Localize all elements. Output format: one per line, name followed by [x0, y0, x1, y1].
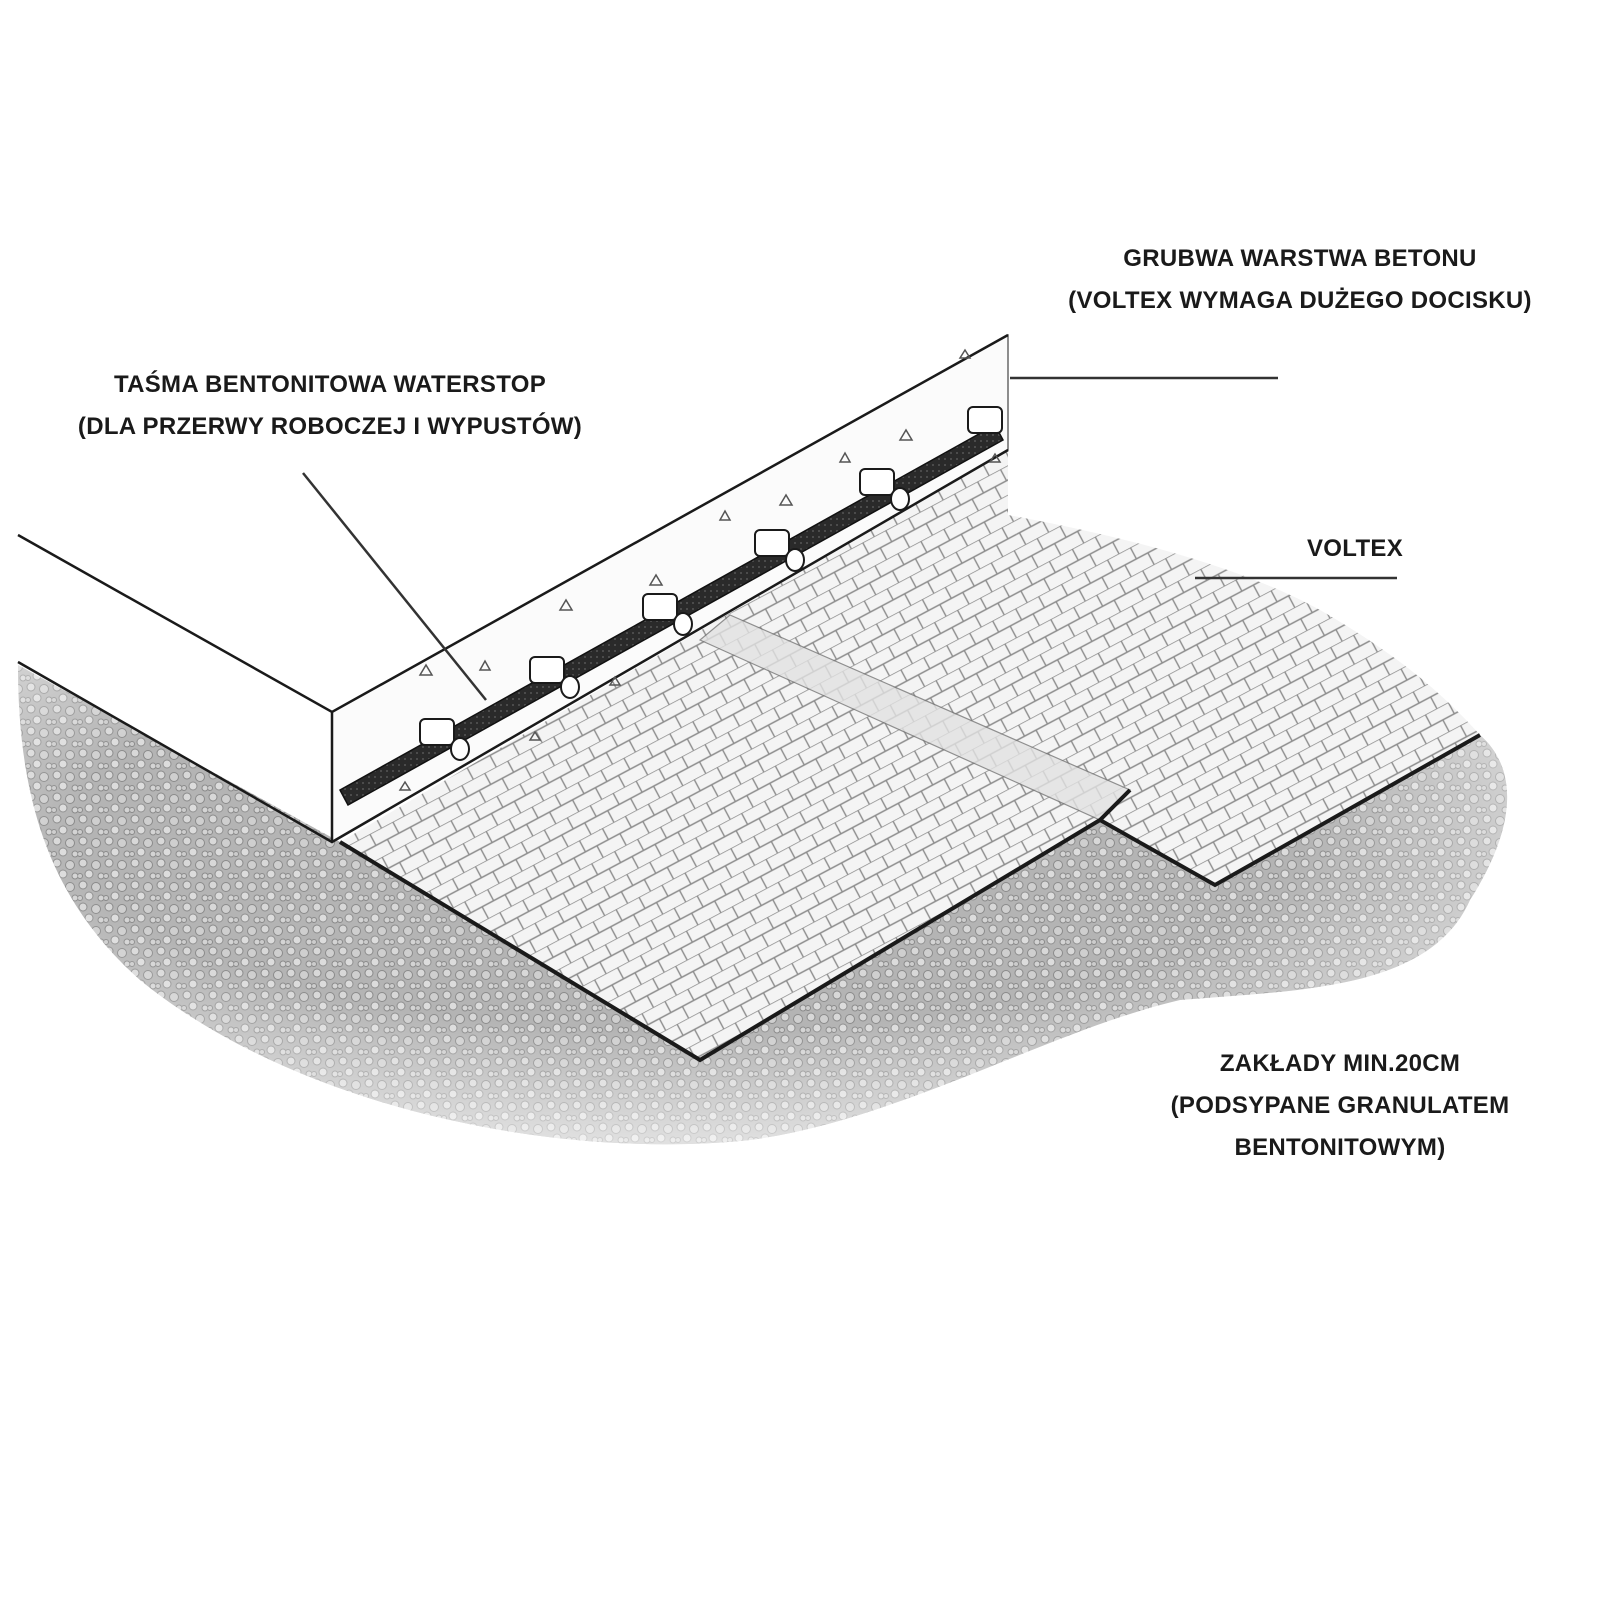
label-concrete-line2: (VOLTEX WYMAGA DUŻEGO DOCISKU) [1068, 287, 1532, 314]
label-voltex: VOLTEX [1300, 528, 1410, 570]
concrete-slab-edges [17, 333, 1009, 844]
voltex-membrane-lower-sheet [340, 450, 1130, 1060]
waterstop-fixings [419, 406, 1003, 761]
membrane-outline [338, 733, 1481, 1063]
label-overlaps-line1: ZAKŁADY MIN.20CM [1219, 1050, 1461, 1077]
label-concrete-line1: GRUBWA WARSTWA BETONU [1123, 245, 1477, 272]
label-waterstop-line1: TAŚMA BENTONITOWA WATERSTOP [113, 371, 547, 398]
gravel-edge-fade [18, 665, 1508, 1145]
label-overlaps-line2: (PODSYPANE GRANULATEM [1170, 1092, 1510, 1119]
concrete-slab-top [18, 335, 1008, 712]
label-waterstop-line2: (DLA PRZERWY ROBOCZEJ I WYPUSTÓW) [77, 413, 583, 440]
leader-waterstop [302, 472, 487, 701]
label-concrete-layer: GRUBWA WARSTWA BETONU (VOLTEX WYMAGA DUŻ… [1060, 238, 1540, 322]
concrete-aggregate [398, 348, 1002, 791]
label-waterstop: TAŚMA BENTONITOWA WATERSTOP (DLA PRZERWY… [60, 364, 600, 448]
voltex-membrane-upper-sheet [1008, 515, 1480, 885]
label-overlaps: ZAKŁADY MIN.20CM (PODSYPANE GRANULATEM B… [1150, 1043, 1530, 1169]
label-overlaps-line3: BENTONITOWYM) [1234, 1134, 1446, 1161]
label-voltex-line1: VOLTEX [1306, 535, 1404, 562]
